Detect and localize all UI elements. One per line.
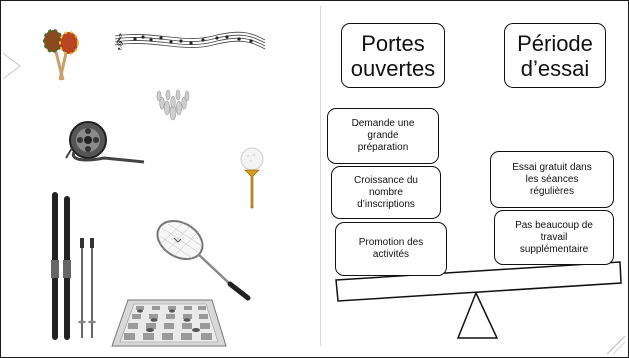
maracas-icon xyxy=(43,29,79,81)
card-label: Demande une grande préparation xyxy=(351,118,415,153)
bowling-pins-icon xyxy=(156,89,190,121)
card-pas-beaucoup-travail: Pas beaucoup de travail supplémentaire xyxy=(494,210,614,265)
card-promotion-activites: Promotion des activités xyxy=(335,222,447,276)
skis-and-poles-icon xyxy=(51,192,96,340)
card-label: Croissance du nombre d’inscriptions xyxy=(354,174,418,210)
page-curl-icon xyxy=(606,335,626,355)
checkers-board-icon xyxy=(111,299,227,347)
golf-ball-tee-icon xyxy=(240,147,264,209)
title-portes-ouvertes: Portes ouvertes xyxy=(341,23,445,88)
panel-divider xyxy=(320,6,321,346)
card-croissance-inscriptions: Croissance du nombre d’inscriptions xyxy=(331,166,441,219)
music-staff-icon: 𝄞 xyxy=(114,31,266,50)
film-reel-icon xyxy=(65,121,145,164)
card-label: Pas beaucoup de travail supplémentaire xyxy=(515,219,593,255)
svg-text:𝄞: 𝄞 xyxy=(115,34,123,50)
title-portes-ouvertes-label: Portes ouvertes xyxy=(350,30,436,81)
title-periode-essai: Période d’essai xyxy=(504,23,606,88)
card-essai-gratuit: Essai gratuit dans les séances régulière… xyxy=(490,151,614,208)
card-demande-preparation: Demande une grande préparation xyxy=(327,108,439,164)
badminton-racket-icon xyxy=(156,220,251,301)
card-label: Essai gratuit dans les séances régulière… xyxy=(512,161,592,197)
previous-arrow-icon[interactable] xyxy=(2,52,22,80)
card-label: Promotion des activités xyxy=(358,237,424,260)
title-periode-essai-label: Période d’essai xyxy=(517,30,593,81)
